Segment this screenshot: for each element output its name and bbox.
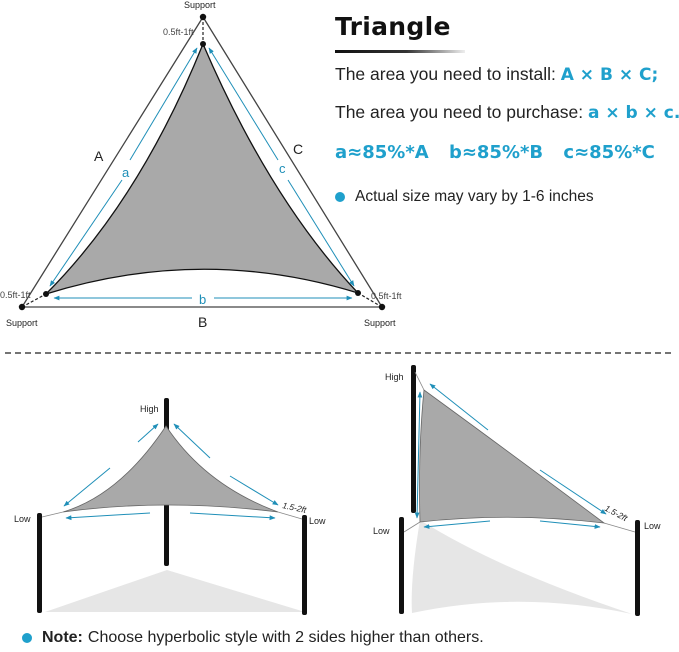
purchase-area-line: The area you need to purchase: a × b × c…	[335, 102, 679, 123]
note-label: Note:	[42, 629, 83, 646]
low-label-left-2: Low	[309, 516, 326, 526]
low-label-right-1: Low	[373, 526, 390, 536]
size-variance-note: Actual size may vary by 1-6 inches	[335, 188, 594, 206]
size-variance-text: Actual size may vary by 1-6 inches	[355, 188, 594, 205]
support-label-left: Support	[6, 318, 38, 328]
outer-triangle	[20, 15, 384, 308]
gap-label-right: 0.5ft-1ft	[371, 291, 402, 301]
side-label-B: B	[198, 314, 207, 330]
top-triangle-diagram: Support 0.5ft-1ft 0.5ft-1ft 0.5ft-1ft Su…	[0, 0, 402, 330]
support-label-top: Support	[184, 0, 216, 10]
install-area-line: The area you need to install: A × B × C;	[335, 64, 658, 85]
low-label-left-1: Low	[14, 514, 31, 524]
note-text: Choose hyperbolic style with 2 sides hig…	[87, 629, 484, 646]
purchase-area-label: The area you need to purchase:	[335, 102, 584, 122]
distance-label-right: 1.5-2ft	[603, 503, 630, 523]
high-label-left: High	[140, 404, 159, 414]
bullet-dot-icon	[335, 192, 345, 202]
purchase-area-value: a × b × c.	[587, 103, 679, 123]
title-underline	[335, 50, 465, 53]
side-label-b: b	[199, 292, 206, 307]
formula-a: a≈85%*A	[335, 142, 429, 163]
side-label-c: c	[279, 161, 286, 176]
distance-label-left: 1.5-2ft	[282, 500, 308, 515]
footer-note: Note: Choose hyperbolic style with 2 sid…	[22, 629, 484, 647]
install-area-label: The area you need to install:	[335, 64, 556, 84]
gap-label-top: 0.5ft-1ft	[163, 27, 194, 37]
side-label-C: C	[293, 141, 303, 157]
low-label-right-2: Low	[644, 521, 661, 531]
bullet-dot-icon	[22, 633, 32, 643]
side-label-A: A	[94, 148, 104, 164]
install-area-value: A × B × C;	[560, 65, 659, 85]
formula-b: b≈85%*B	[448, 142, 544, 163]
hyperbolic-side-diagram: High Low Low 1.5-2ft	[373, 365, 661, 616]
sail-shape	[45, 42, 361, 295]
hyperbolic-center-diagram: High Low Low 1.5-2ft	[14, 398, 326, 615]
side-label-a: a	[122, 165, 130, 180]
support-label-right: Support	[364, 318, 396, 328]
formula-c: c≈85%*C	[563, 142, 655, 163]
ratio-formulas: a≈85%*A b≈85%*B c≈85%*C	[335, 142, 669, 163]
gap-label-left: 0.5ft-1ft	[0, 290, 31, 300]
high-label-right: High	[385, 372, 404, 382]
page-title: Triangle	[335, 12, 451, 41]
